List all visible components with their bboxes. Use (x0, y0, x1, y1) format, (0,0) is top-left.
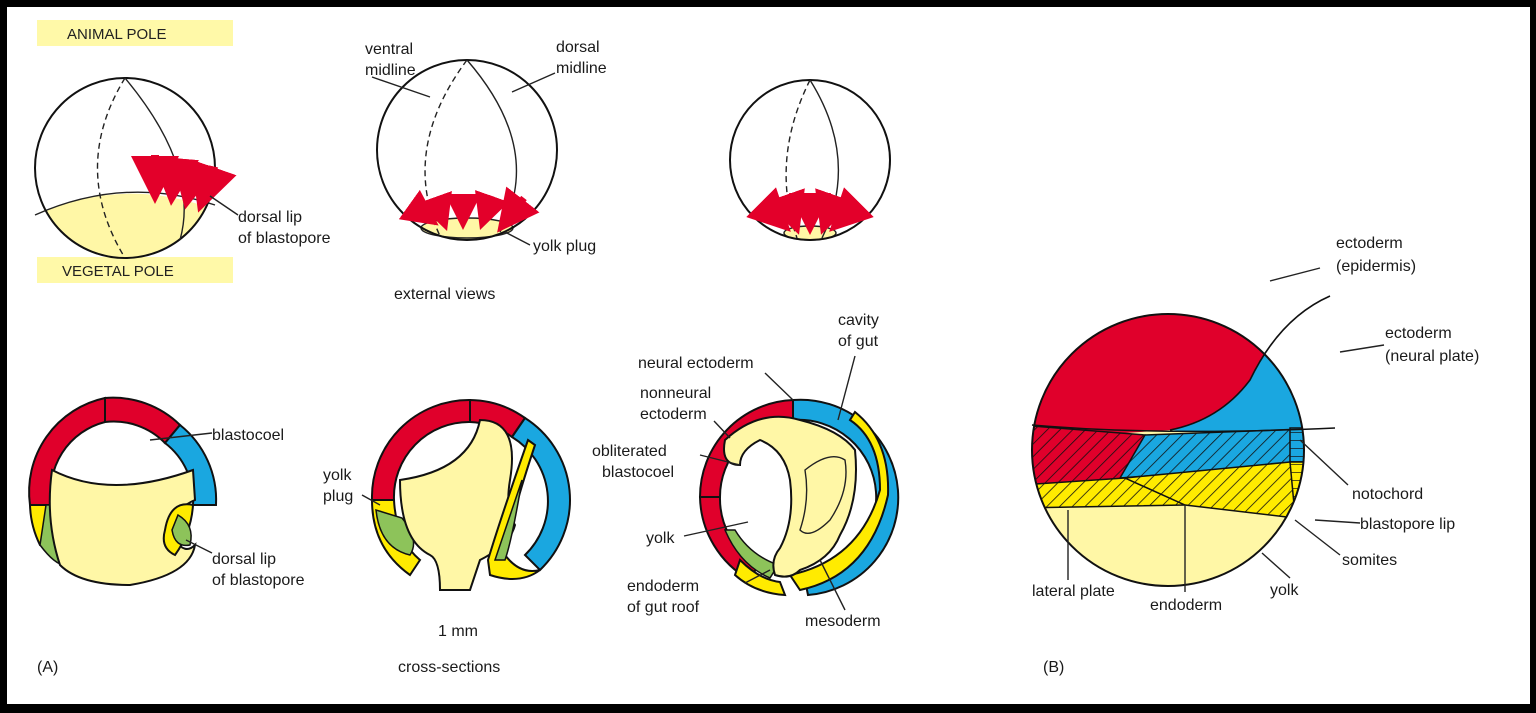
dorsal-lip-label-1: dorsal lip (238, 209, 302, 226)
yolk-region (35, 194, 215, 260)
involution-arrows (762, 196, 858, 217)
ventral-midline-label-1: ventral (365, 41, 413, 58)
neural-ectoderm-label: neural ectoderm (638, 355, 754, 372)
cross-section-3: neural ectoderm nonneural ectoderm oblit… (592, 312, 898, 630)
external-views-caption: external views (394, 286, 495, 303)
animal-pole-label: ANIMAL POLE (67, 26, 166, 43)
external-view-stage-3 (730, 80, 890, 240)
yolk-plug-cs-label-2: plug (323, 488, 353, 505)
involution-arrows (410, 196, 524, 216)
panel-b-label: (B) (1043, 659, 1064, 676)
mesoderm-label: mesoderm (805, 613, 881, 630)
cross-sections-caption: cross-sections (398, 659, 500, 676)
dorsal-lip-label-2: of blastopore (238, 230, 331, 247)
panel-a-label: (A) (37, 659, 58, 676)
lateral-plate-label: lateral plate (1032, 583, 1115, 600)
dorsal-lip-cs-label-2: of blastopore (212, 572, 305, 589)
fate-map: ectoderm (epidermis) ectoderm (neural pl… (1020, 235, 1479, 614)
external-view-stage-2: ventral midline dorsal midline yolk plug… (365, 39, 607, 303)
scale-label: 1 mm (438, 623, 478, 640)
blastocoel-label: blastocoel (212, 427, 284, 444)
dorsal-lip-cs-label-1: dorsal lip (212, 551, 276, 568)
yolk-plug-cs-label-1: yolk (323, 467, 352, 484)
ectoderm-epidermis-label-1: ectoderm (1336, 235, 1403, 252)
cross-section-1: blastocoel dorsal lip of blastopore (29, 398, 305, 589)
cavity-of-gut-label-2: of gut (838, 333, 879, 350)
external-view-stage-1: dorsal lip of blastopore (35, 78, 331, 260)
ectoderm-neural-plate-label-1: ectoderm (1385, 325, 1452, 342)
notochord-region (1290, 428, 1330, 462)
blastopore-lip-label: blastopore lip (1360, 516, 1455, 533)
cross-section-2: yolk plug 1 mm cross-sections (323, 400, 570, 676)
ectoderm-epidermis-label-2: (epidermis) (1336, 258, 1416, 275)
notochord-label: notochord (1352, 486, 1423, 503)
nonneural-ectoderm-label-1: nonneural (640, 385, 711, 402)
dorsal-midline-label-1: dorsal (556, 39, 600, 56)
fate-yolk-label: yolk (1270, 582, 1299, 599)
yolk-label: yolk (646, 530, 675, 547)
fate-endoderm-label: endoderm (1150, 597, 1222, 614)
dorsal-midline-label-2: midline (556, 60, 607, 77)
involution-arrows (155, 155, 214, 190)
vegetal-pole-label: VEGETAL POLE (62, 263, 174, 280)
nonneural-ectoderm-label-2: ectoderm (640, 406, 707, 423)
obliterated-blastocoel-label-2: blastocoel (602, 464, 674, 481)
ectoderm-neural-plate-label-2: (neural plate) (1385, 348, 1479, 365)
cavity-of-gut-label-1: cavity (838, 312, 879, 329)
somites-label: somites (1342, 552, 1397, 569)
ventral-midline-label-2: midline (365, 62, 416, 79)
yolk-plug-label: yolk plug (533, 238, 596, 255)
endoderm-gut-roof-label-1: endoderm (627, 578, 699, 595)
obliterated-blastocoel-label-1: obliterated (592, 443, 667, 460)
endoderm-gut-roof-label-2: of gut roof (627, 599, 700, 616)
